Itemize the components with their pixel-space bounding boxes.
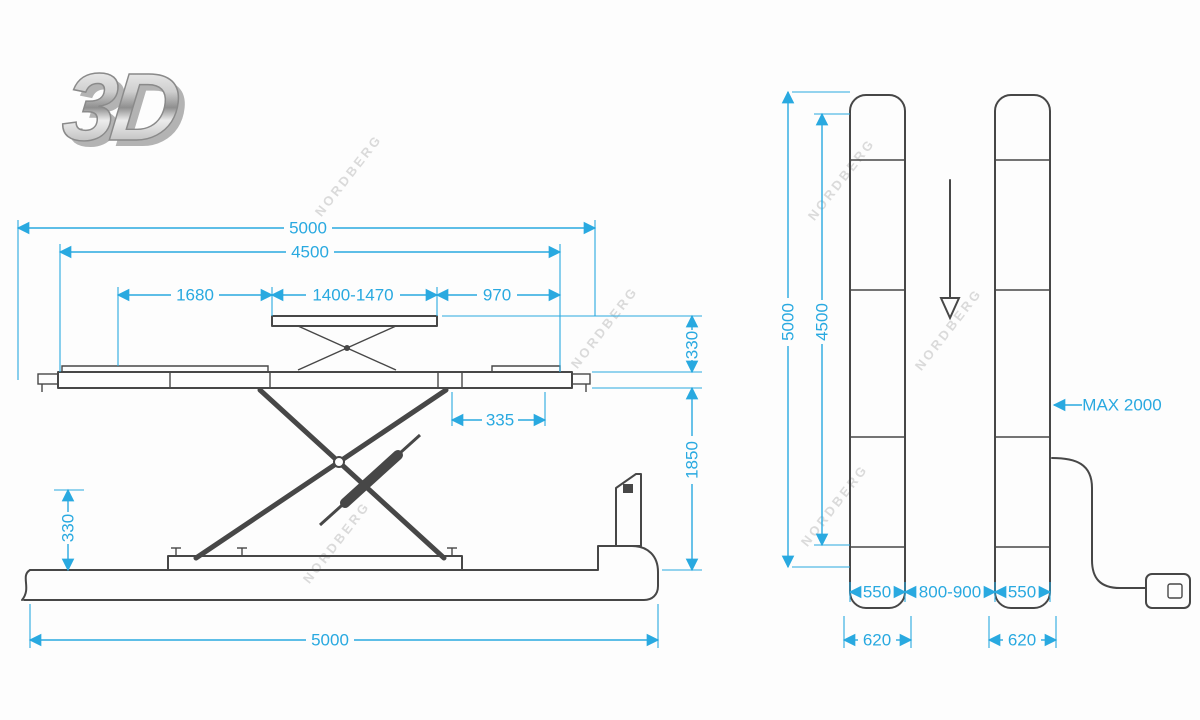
dim-label-ramp-width-left: 620: [863, 631, 891, 650]
dim-label-ramp-width-right: 620: [1008, 631, 1036, 650]
dim-wheel-free-platform: 1400-1470: [270, 286, 439, 316]
dim-hose-length: MAX 2000: [1052, 396, 1162, 415]
hydraulic-hose: [1051, 457, 1147, 589]
dim-right-section: 970: [435, 286, 562, 305]
dim-label-overall-top: 5000: [289, 219, 327, 238]
logo-3d-text: 3D: [58, 54, 183, 161]
dim-label-platform-length: 4500: [291, 243, 329, 262]
right-rail: [994, 94, 1051, 609]
dim-stack-height: 330: [442, 314, 702, 374]
dim-label-right-section: 970: [483, 286, 511, 305]
dim-extension: 335: [450, 392, 547, 430]
dim-platform-length-top-view: 4500: [813, 112, 850, 547]
dim-left-section: 1680: [116, 286, 274, 366]
dim-label-track-width: 800-900: [919, 583, 981, 602]
dim-label-base-length: 5000: [311, 631, 349, 650]
logo-3d-shadow: 3D: [64, 60, 189, 167]
watermark: NORDBERG: [312, 131, 385, 219]
dim-label-platform-width-left: 550: [863, 583, 891, 602]
side-view-dimensions: 5000 4500 1680 1400-1470: [16, 219, 702, 650]
scissor-mechanism: [193, 387, 449, 561]
dim-label-overall-length-top: 5000: [779, 303, 798, 341]
dim-label-lift-height: 1850: [683, 441, 702, 479]
center-pivot: [333, 456, 345, 468]
watermark: NORDBERG: [568, 283, 641, 371]
dim-bottom-row: 550 800-900 550: [848, 582, 1052, 602]
floor-profile: [21, 545, 659, 601]
dim-label-hose-length: MAX 2000: [1082, 396, 1161, 415]
dim-label-wheel-free: 1400-1470: [312, 286, 393, 305]
mini-pivot: [344, 345, 350, 351]
top-view: 5000 4500 MAX 2000 550: [779, 90, 1191, 650]
dim-label-left-section: 1680: [176, 286, 214, 305]
side-view: 5000 4500 1680 1400-1470: [16, 219, 702, 650]
floor-break-line: [21, 569, 31, 601]
dim-label-platform-width-right: 550: [1008, 583, 1036, 602]
watermark: NORDBERG: [798, 461, 871, 549]
dim-overall-top: 5000: [16, 219, 597, 380]
main-platform: [37, 365, 591, 392]
dim-base-length: 5000: [28, 604, 660, 650]
power-unit-box: [1145, 573, 1191, 609]
dim-label-platform-length-top: 4500: [813, 303, 832, 341]
dim-ramp-width-row: 620 620: [842, 616, 1058, 650]
top-view-dimensions: 5000 4500 MAX 2000 550: [779, 90, 1162, 650]
dim-lift-height: 1850: [592, 386, 702, 572]
wheel-free-platform: [271, 315, 438, 371]
left-track-strip: [61, 365, 269, 372]
dim-label-stack-height: 330: [683, 331, 702, 359]
dim-lowered-height: 330: [54, 488, 84, 572]
dim-label-extension: 335: [486, 411, 514, 430]
down-arrow-icon: [939, 179, 961, 321]
console-button: [623, 484, 633, 493]
logo-3d: 3D 3D: [57, 53, 190, 167]
left-rail: [849, 94, 906, 609]
hydraulic-cylinder: [340, 450, 403, 508]
dim-label-lowered-height: 330: [59, 514, 78, 542]
dim-overall-length-top-view: 5000: [779, 90, 850, 569]
base-frame: [167, 547, 463, 571]
dim-platform-length: 4500: [58, 243, 562, 372]
control-console: [615, 473, 642, 547]
watermark: NORDBERG: [805, 135, 878, 223]
